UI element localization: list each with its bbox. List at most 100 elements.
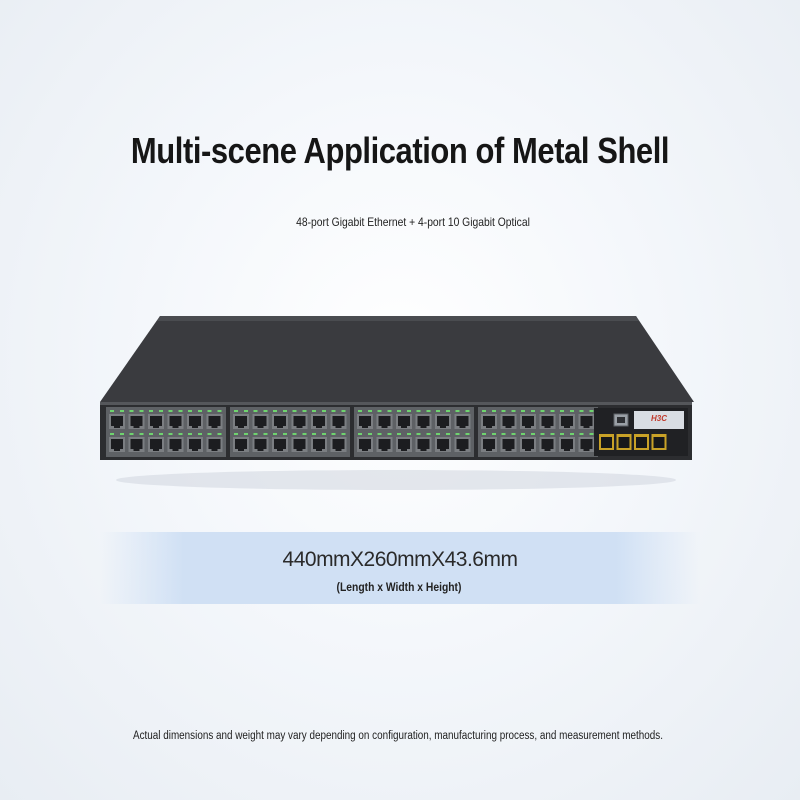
rj45-port-tab bbox=[277, 425, 283, 428]
sfp-port bbox=[636, 437, 647, 448]
port-led bbox=[465, 410, 470, 412]
dimensions-value: 440mmX260mmX43.6mm bbox=[282, 548, 518, 571]
rj45-port-socket bbox=[254, 416, 267, 426]
rj45-port-socket bbox=[293, 416, 306, 426]
port-led bbox=[560, 433, 564, 435]
rj45-port-tab bbox=[381, 425, 388, 428]
port-led bbox=[570, 410, 574, 412]
port-group-frame bbox=[354, 407, 474, 457]
port-led bbox=[358, 433, 362, 435]
port-led bbox=[129, 410, 134, 412]
rj45-port-socket bbox=[208, 439, 221, 449]
rj45-port-socket bbox=[502, 416, 515, 426]
port-led bbox=[312, 410, 316, 412]
port-led bbox=[207, 433, 212, 435]
port-led bbox=[579, 410, 584, 412]
port-led bbox=[397, 410, 401, 412]
rj45-port-socket bbox=[111, 439, 123, 449]
port-led bbox=[110, 410, 114, 412]
port-led bbox=[416, 433, 421, 435]
rj45-port-socket bbox=[150, 439, 162, 449]
port-led bbox=[331, 433, 336, 435]
port-led bbox=[244, 433, 248, 435]
rj45-port-tab bbox=[211, 448, 218, 451]
rj45-port-tab bbox=[505, 425, 512, 428]
port-led bbox=[397, 433, 401, 435]
disclaimer-text: Actual dimensions and weight may vary de… bbox=[133, 730, 663, 742]
port-led bbox=[283, 410, 287, 412]
port-led bbox=[589, 410, 594, 412]
chassis-top bbox=[100, 316, 694, 402]
port-led bbox=[387, 410, 392, 412]
rj45-port-tab bbox=[486, 448, 492, 451]
port-led bbox=[149, 433, 153, 435]
rj45-port-socket bbox=[541, 416, 554, 426]
rj45-port-tab bbox=[114, 425, 120, 428]
port-led bbox=[511, 433, 516, 435]
port-led bbox=[550, 410, 555, 412]
port-led bbox=[492, 410, 496, 412]
network-switch-image: H3C bbox=[100, 316, 694, 490]
rj45-port-socket bbox=[169, 416, 182, 426]
rj45-port-socket bbox=[235, 416, 247, 426]
port-led bbox=[550, 433, 555, 435]
rj45-port-tab bbox=[525, 448, 531, 451]
port-led bbox=[589, 433, 594, 435]
rj45-port-tab bbox=[505, 448, 512, 451]
rj45-port-socket bbox=[274, 416, 286, 426]
rj45-port-tab bbox=[401, 448, 407, 451]
rj45-port-socket bbox=[580, 439, 593, 449]
port-led bbox=[436, 433, 440, 435]
port-led bbox=[358, 410, 362, 412]
port-led bbox=[407, 410, 411, 412]
rj45-port-socket bbox=[332, 439, 345, 449]
port-led bbox=[501, 433, 506, 435]
rj45-port-socket bbox=[189, 439, 201, 449]
port-led bbox=[540, 410, 545, 412]
port-led bbox=[426, 433, 431, 435]
rj45-port-socket bbox=[398, 439, 410, 449]
port-led bbox=[465, 433, 470, 435]
rj45-port-socket bbox=[189, 416, 201, 426]
rj45-port-tab bbox=[420, 425, 427, 428]
port-led bbox=[341, 410, 346, 412]
port-led bbox=[570, 433, 574, 435]
rj45-port-tab bbox=[335, 448, 342, 451]
rj45-port-tab bbox=[362, 448, 368, 451]
port-led bbox=[322, 433, 326, 435]
port-led bbox=[455, 410, 460, 412]
rj45-port-socket bbox=[130, 416, 143, 426]
port-led bbox=[492, 433, 496, 435]
sfp-area bbox=[599, 434, 667, 450]
port-led bbox=[253, 433, 258, 435]
port-led bbox=[168, 410, 173, 412]
rj45-port-tab bbox=[316, 425, 322, 428]
port-led bbox=[263, 410, 268, 412]
port-led bbox=[273, 410, 277, 412]
port-led bbox=[331, 410, 336, 412]
rj45-port-socket bbox=[378, 416, 391, 426]
rj45-port-socket bbox=[111, 416, 123, 426]
rj45-port-tab bbox=[316, 448, 322, 451]
port-led bbox=[253, 410, 258, 412]
rj45-port-socket bbox=[254, 439, 267, 449]
port-led bbox=[198, 410, 202, 412]
port-led bbox=[446, 410, 450, 412]
rj45-port-tab bbox=[459, 448, 466, 451]
port-led bbox=[188, 433, 192, 435]
rj45-port-tab bbox=[114, 448, 120, 451]
port-led bbox=[521, 433, 525, 435]
rj45-port-socket bbox=[398, 416, 410, 426]
rj45-port-tab bbox=[192, 448, 198, 451]
port-led bbox=[217, 433, 222, 435]
rj45-port-socket bbox=[561, 439, 573, 449]
rj45-port-tab bbox=[172, 448, 179, 451]
rj45-port-tab bbox=[257, 425, 264, 428]
rj45-port-socket bbox=[169, 439, 182, 449]
port-led bbox=[377, 410, 382, 412]
port-led bbox=[129, 433, 134, 435]
rj45-port-tab bbox=[296, 448, 303, 451]
rj45-port-socket bbox=[522, 439, 534, 449]
port-led bbox=[292, 410, 297, 412]
rj45-port-tab bbox=[211, 425, 218, 428]
